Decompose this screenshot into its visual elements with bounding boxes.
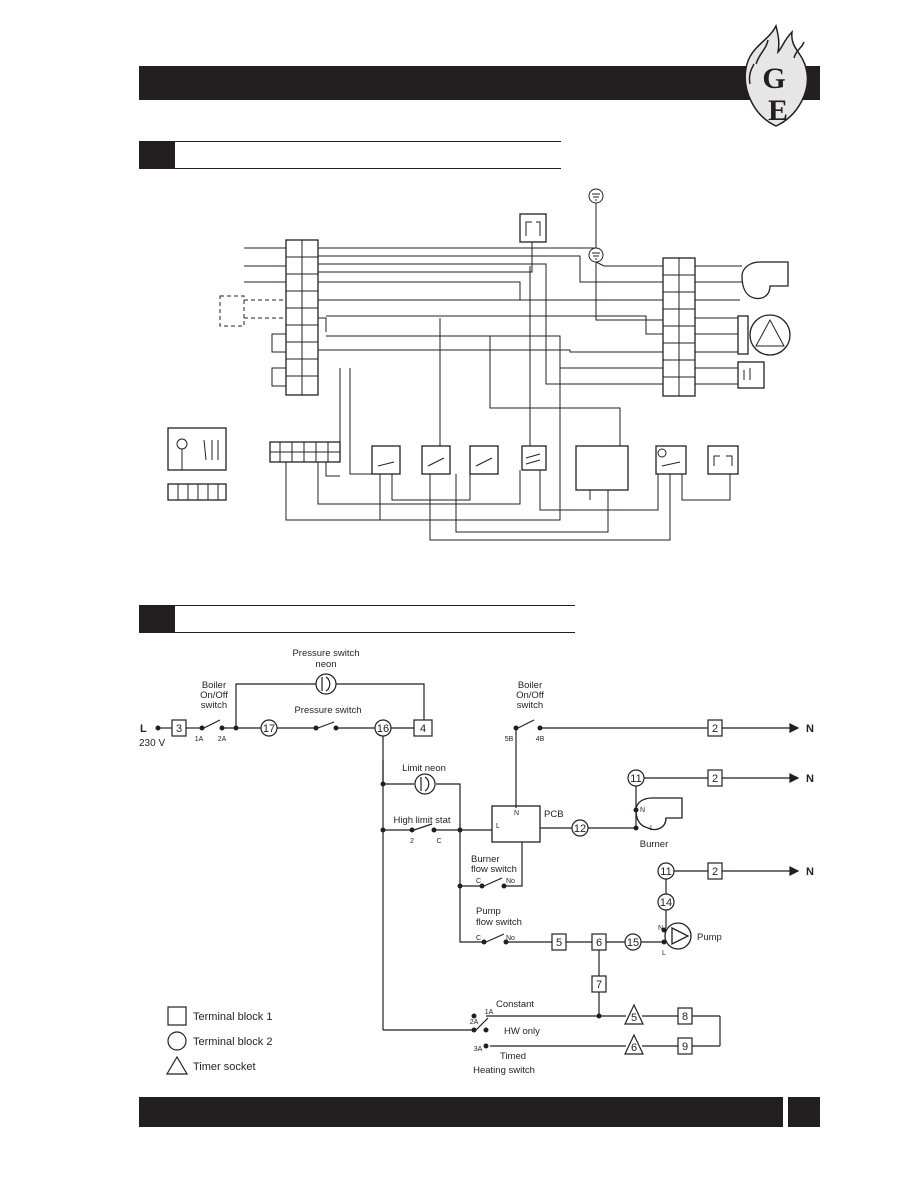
section-tab-wiring bbox=[139, 141, 175, 169]
tb2-11b: 11 bbox=[660, 866, 671, 878]
burner-fan-icon bbox=[635, 797, 683, 831]
tb2-15: 15 bbox=[627, 937, 639, 949]
pin-2a: 2A bbox=[218, 736, 227, 743]
label-burner: Burner bbox=[640, 839, 669, 850]
label-heating-switch: Heating switch bbox=[473, 1065, 535, 1076]
pin-hs-3a: 3A bbox=[474, 1046, 483, 1053]
pump-icon bbox=[737, 314, 791, 356]
section-rule-schematic bbox=[175, 605, 575, 606]
pressure-switch-neon bbox=[315, 673, 337, 695]
label-pressure-switch: Pressure switch bbox=[294, 705, 361, 716]
limit-neon bbox=[414, 773, 436, 795]
legend-triangle-icon bbox=[165, 1055, 189, 1075]
fan-icon bbox=[741, 261, 789, 300]
label-burner-flow-1: Burner bbox=[471, 854, 500, 865]
label-boiler-1: Boiler bbox=[202, 680, 226, 691]
section-rule-schematic-bottom bbox=[175, 632, 575, 633]
legend-label-2: Terminal block 2 bbox=[193, 1036, 272, 1048]
label-constant: Constant bbox=[496, 999, 534, 1010]
pin-hl-2: 2 bbox=[410, 838, 414, 845]
legend-circle-icon bbox=[167, 1031, 187, 1051]
footer-bar bbox=[139, 1097, 783, 1127]
tb1-2b: 2 bbox=[712, 773, 718, 785]
tb1-7: 7 bbox=[596, 979, 602, 991]
label-neutral-2: N bbox=[806, 773, 814, 785]
label-neutral-1: N bbox=[806, 723, 814, 735]
flame-logo: G E bbox=[744, 24, 809, 127]
label-pressure-neon-2: neon bbox=[315, 659, 336, 670]
tb1-2c: 2 bbox=[712, 866, 718, 878]
pin-bf-no: No bbox=[506, 878, 515, 885]
label-high-limit: High limit stat bbox=[393, 815, 450, 826]
legend-label-3: Timer socket bbox=[193, 1061, 256, 1073]
label-pcb: PCB bbox=[544, 809, 564, 820]
label-boiler2-3: switch bbox=[517, 700, 543, 711]
tb1-8: 8 bbox=[682, 1011, 688, 1023]
label-supply-v: 230 V bbox=[139, 738, 165, 749]
tb1-5: 5 bbox=[556, 937, 562, 949]
section-tab-schematic bbox=[139, 605, 175, 633]
legend bbox=[165, 1006, 189, 1075]
pin-burner-l: L bbox=[650, 825, 654, 832]
tb2-12: 12 bbox=[574, 823, 586, 835]
label-pressure-neon-1: Pressure switch bbox=[292, 648, 359, 659]
pin-hs-1a: 1A bbox=[485, 1009, 494, 1016]
logo-letter-g: G bbox=[762, 62, 785, 95]
label-boiler2-2: On/Off bbox=[516, 690, 544, 701]
legend-square-icon bbox=[167, 1006, 187, 1026]
wiring-terminal-block-left bbox=[285, 239, 319, 396]
label-boiler-3: switch bbox=[201, 700, 227, 711]
label-pump: Pump bbox=[697, 932, 722, 943]
pin-pf-no: No bbox=[506, 935, 515, 942]
pin-1a: 1A bbox=[195, 736, 204, 743]
tb1-4: 4 bbox=[420, 723, 426, 735]
page-number-box bbox=[788, 1097, 820, 1127]
label-neutral-3: N bbox=[806, 866, 814, 878]
pin-4b: 4B bbox=[536, 736, 545, 743]
section-rule-wiring bbox=[175, 141, 561, 142]
pin-5b: 5B bbox=[505, 736, 514, 743]
tb1-9: 9 bbox=[682, 1041, 688, 1053]
label-boiler2-1: Boiler bbox=[518, 680, 542, 691]
timer-5: 5 bbox=[631, 1012, 637, 1024]
label-timed: Timed bbox=[500, 1051, 526, 1062]
tb2-16: 16 bbox=[377, 723, 389, 735]
wiring-terminal-block-right bbox=[662, 257, 696, 397]
label-pump-flow-1: Pump bbox=[476, 906, 501, 917]
pin-hs-2a: 2A bbox=[470, 1019, 479, 1026]
label-limit-neon: Limit neon bbox=[402, 763, 446, 774]
tb2-17: 17 bbox=[263, 723, 275, 735]
tb1-2a: 2 bbox=[712, 723, 718, 735]
timer-6: 6 bbox=[631, 1042, 637, 1054]
tb2-14: 14 bbox=[660, 897, 672, 909]
logo-letter-e: E bbox=[768, 94, 788, 127]
pin-pcb-l: L bbox=[496, 823, 500, 830]
pin-pump-l: L bbox=[662, 950, 666, 957]
tb2-11a: 11 bbox=[630, 773, 641, 785]
pin-burner-n: N bbox=[640, 807, 645, 814]
tb1-3: 3 bbox=[176, 723, 182, 735]
label-supply-l: L bbox=[140, 723, 147, 735]
section-rule-wiring-bottom bbox=[175, 168, 561, 169]
pin-pump-n: N bbox=[658, 925, 663, 932]
label-boiler-2: On/Off bbox=[200, 690, 228, 701]
pump-motor-icon bbox=[664, 922, 692, 950]
tb1-6: 6 bbox=[596, 937, 602, 949]
pin-pf-c: C bbox=[476, 935, 481, 942]
pin-bf-c: C bbox=[476, 878, 481, 885]
label-hw-only: HW only bbox=[504, 1026, 540, 1037]
label-pump-flow-2: flow switch bbox=[476, 917, 522, 928]
header-bar bbox=[139, 66, 820, 100]
label-burner-flow-2: flow switch bbox=[471, 864, 517, 875]
pin-hl-c: C bbox=[436, 838, 441, 845]
legend-label-1: Terminal block 1 bbox=[193, 1011, 272, 1023]
pin-pcb-n: N bbox=[514, 810, 519, 817]
